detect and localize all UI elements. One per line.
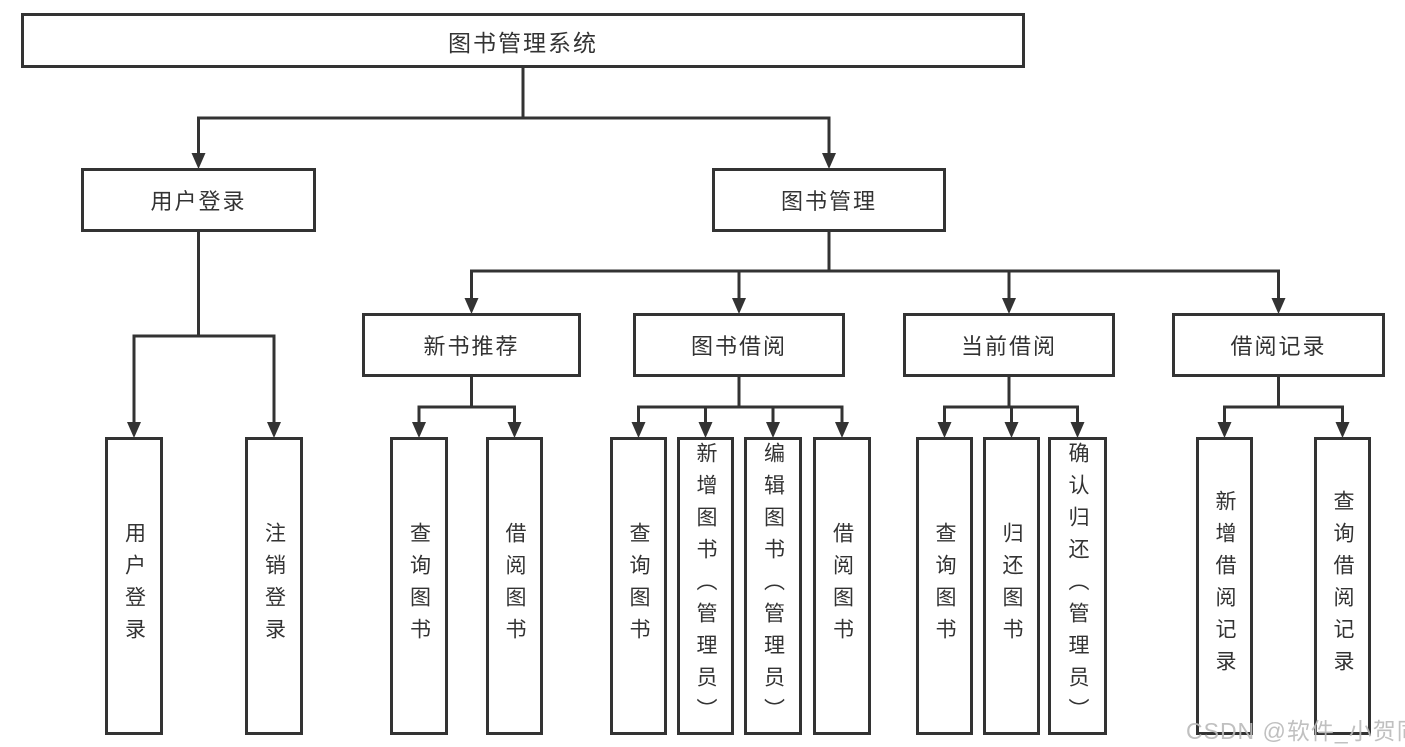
node-label-leaf-query-books-1: 查询图书 [407,522,431,650]
node-label-new-book-rec: 新书推荐 [423,334,520,359]
node-label-leaf-confirm-return: 确认归还（管理员） [1066,442,1089,730]
node-leaf-add-book: 新增图书（管理员） [677,437,734,735]
node-label-book-borrow: 图书借阅 [690,334,787,359]
node-label-leaf-add-book: 新增图书（管理员） [694,442,717,730]
node-leaf-user-login: 用户登录 [105,437,163,735]
node-leaf-logout: 注销登录 [245,437,303,735]
node-label-leaf-logout: 注销登录 [262,522,286,650]
node-leaf-borrow-books-2: 借阅图书 [813,437,871,735]
node-root: 图书管理系统 [21,13,1025,68]
node-label-leaf-user-login: 用户登录 [122,522,146,650]
node-label-leaf-return-book: 归还图书 [1000,522,1023,650]
node-label-leaf-query-borrow-record: 查询借阅记录 [1331,490,1354,682]
node-label-current-borrow: 当前借阅 [960,334,1057,359]
node-leaf-query-books-3: 查询图书 [916,437,973,735]
node-leaf-add-borrow-record: 新增借阅记录 [1196,437,1253,735]
node-label-leaf-add-borrow-record: 新增借阅记录 [1213,490,1236,682]
node-leaf-query-books-2: 查询图书 [610,437,667,735]
node-book-borrow: 图书借阅 [633,313,845,377]
node-leaf-confirm-return: 确认归还（管理员） [1048,437,1107,735]
node-label-leaf-query-books-3: 查询图书 [933,522,956,650]
node-label-book-mgmt: 图书管理 [780,189,877,214]
node-label-leaf-edit-book: 编辑图书（管理员） [761,442,785,730]
csdn-watermark: CSDN @软件_小贺同学 [1186,718,1405,744]
node-label-leaf-borrow-books-1: 借阅图书 [503,522,526,650]
node-label-root: 图书管理系统 [448,29,598,56]
node-current-borrow: 当前借阅 [903,313,1115,377]
node-label-leaf-query-books-2: 查询图书 [627,522,650,650]
node-leaf-return-book: 归还图书 [983,437,1040,735]
node-leaf-query-books-1: 查询图书 [390,437,448,735]
node-book-mgmt: 图书管理 [712,168,946,232]
node-new-book-rec: 新书推荐 [362,313,581,377]
node-label-leaf-borrow-books-2: 借阅图书 [830,522,854,650]
node-leaf-borrow-books-1: 借阅图书 [486,437,543,735]
node-label-user-login: 用户登录 [150,189,247,214]
node-borrow-records: 借阅记录 [1172,313,1385,377]
node-leaf-query-borrow-record: 查询借阅记录 [1314,437,1371,735]
node-user-login: 用户登录 [81,168,316,232]
node-leaf-edit-book: 编辑图书（管理员） [744,437,802,735]
node-label-borrow-records: 借阅记录 [1230,334,1327,359]
